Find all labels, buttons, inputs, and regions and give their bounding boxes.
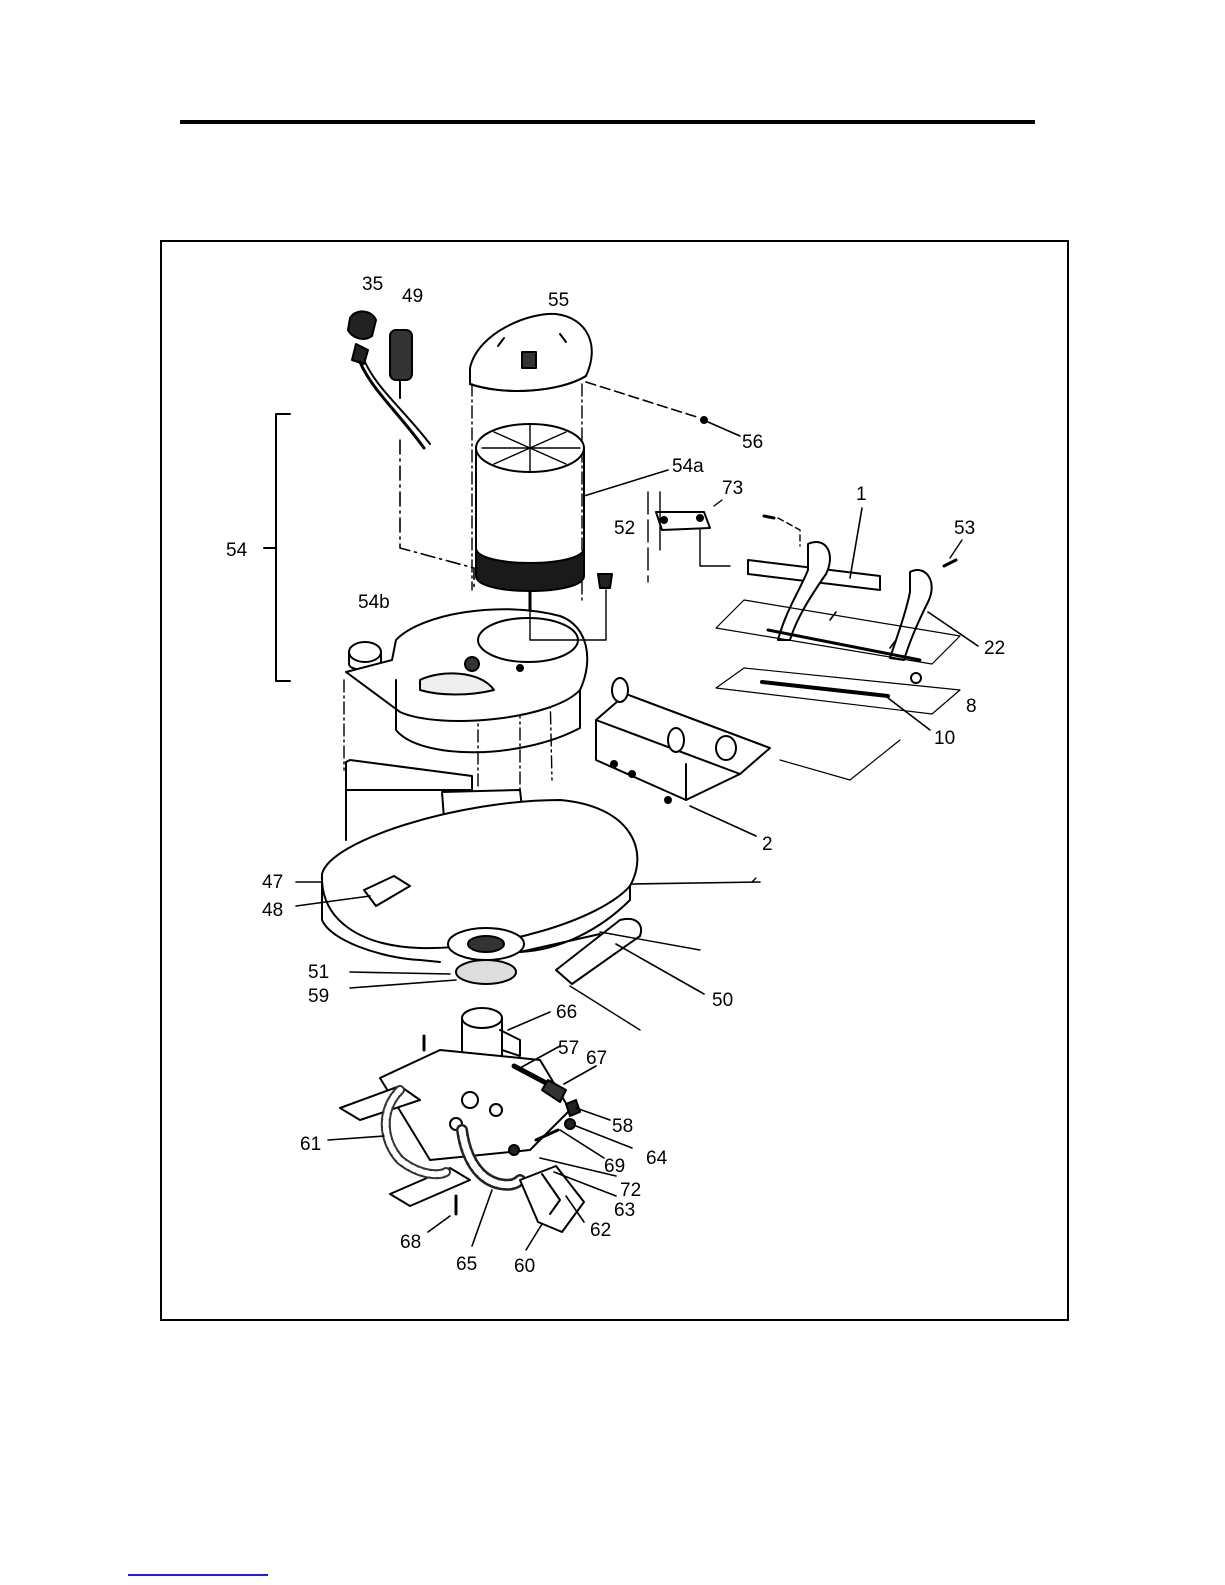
callout-35: 35: [362, 274, 383, 295]
leader-55-56: [586, 382, 700, 418]
callout-50: 50: [712, 990, 733, 1011]
bracket-54: [264, 414, 290, 681]
callout-47: 47: [262, 872, 283, 893]
screw-53: [944, 540, 962, 566]
callout-62: 62: [590, 1220, 611, 1241]
leader-housing-right: [632, 882, 760, 884]
screw-top-73: [764, 516, 800, 546]
footer-link-underline[interactable]: [128, 1574, 268, 1576]
callout-73: 73: [722, 478, 743, 499]
screw-68: [428, 1196, 456, 1232]
callout-66: 66: [556, 1002, 577, 1023]
callout-56: 56: [742, 432, 763, 453]
fan-cover-55: [470, 314, 592, 391]
callout-2: 2: [762, 834, 773, 855]
callout-60: 60: [514, 1256, 535, 1277]
callout-51: 51: [308, 962, 329, 983]
callout-54a: 54a: [672, 456, 704, 477]
callout-58: 58: [612, 1116, 633, 1137]
leader-54a: [584, 470, 668, 496]
callout-52: 52: [614, 518, 635, 539]
callout-48: 48: [262, 900, 283, 921]
strap-part-22: [778, 542, 978, 660]
callout-69: 69: [604, 1156, 625, 1177]
mount-bracket-2: [596, 678, 770, 836]
callout-68: 68: [400, 1232, 421, 1253]
callout-10: 10: [934, 728, 955, 749]
callout-labels: 35 49 55 56 54a 73 1 53 52 54 54b 22 8 1…: [226, 274, 1005, 1277]
callout-61: 61: [300, 1134, 321, 1155]
callout-49: 49: [402, 286, 423, 307]
callout-57: 57: [558, 1038, 579, 1059]
callout-22: 22: [984, 638, 1005, 659]
screw-56: [701, 417, 707, 423]
nut-52: [598, 574, 612, 588]
capacitor-part-49: [390, 330, 412, 398]
bracket-plate-73: [656, 512, 710, 530]
callout-59: 59: [308, 986, 329, 1007]
leader-49-to-base: [400, 440, 474, 590]
bearing-51-59: [448, 928, 524, 984]
motor-base-54b: [346, 609, 587, 752]
callout-64: 64: [646, 1148, 668, 1169]
callout-65: 65: [456, 1254, 477, 1275]
callout-54: 54: [226, 540, 248, 561]
callout-1: 1: [856, 484, 867, 505]
callout-8: 8: [966, 696, 977, 717]
pin-rod-10: [716, 630, 960, 730]
nozzle-60: [520, 1166, 584, 1232]
callout-54b: 54b: [358, 592, 390, 613]
callout-72: 72: [620, 1180, 641, 1201]
bracket-plate-73-lines: [648, 492, 730, 582]
switch-part-35: [348, 311, 430, 448]
callout-53: 53: [954, 518, 975, 539]
callout-63: 63: [614, 1200, 635, 1221]
callout-55: 55: [548, 290, 569, 311]
motor-54a: [476, 424, 584, 610]
callout-67: 67: [586, 1048, 607, 1069]
assembly-plane-lower: [780, 740, 900, 780]
washer-8: [911, 673, 921, 683]
